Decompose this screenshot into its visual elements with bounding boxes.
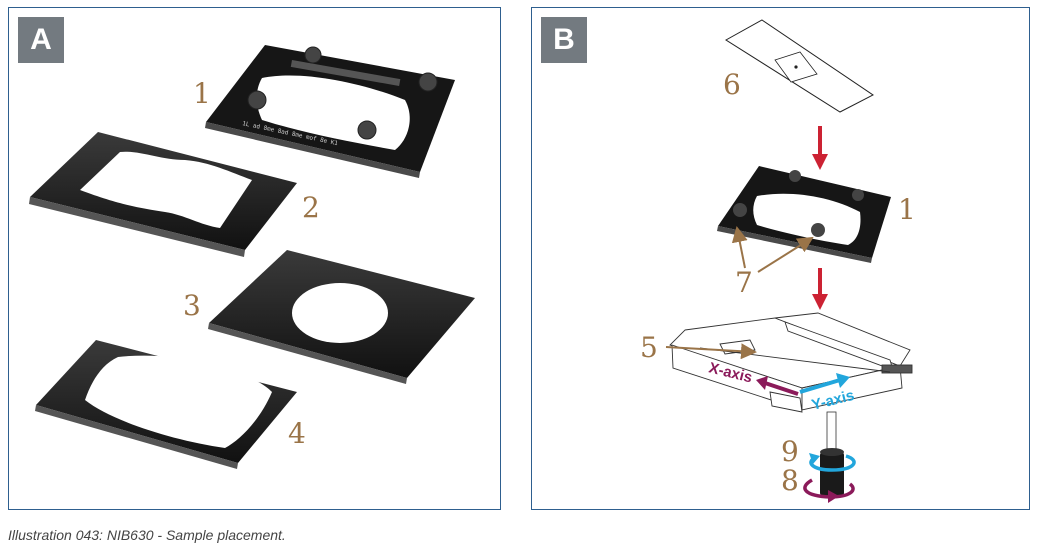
- label-b7: 7: [735, 266, 753, 299]
- panel-b: B: [531, 7, 1030, 510]
- insert-1-holder: 1L ad 8me 8ad 8me mof 8e K1: [205, 45, 455, 178]
- label-5-pointer: [665, 343, 757, 360]
- insert-4-plate: [35, 340, 297, 469]
- slide-6: [725, 19, 874, 113]
- stage-5: [669, 312, 913, 413]
- x-axis-arrow: [756, 376, 799, 396]
- label-b9: 9: [781, 435, 799, 468]
- label-a4: 4: [288, 417, 306, 450]
- coaxial-knob: [820, 411, 844, 496]
- insert-2-plate: [29, 132, 297, 257]
- label-a3: 3: [183, 289, 201, 322]
- label-b8: 8: [781, 464, 799, 497]
- label-b1: 1: [898, 193, 916, 226]
- rotation-arrow-8: [803, 478, 855, 503]
- panel-b-badge: B: [541, 17, 587, 63]
- placement-arrow-1: [812, 126, 828, 170]
- figure-caption: Illustration 043: NIB630 - Sample placem…: [8, 527, 286, 543]
- insert-3-plate: [208, 250, 475, 384]
- insert-1-holder-b: [717, 166, 891, 263]
- label-b6: 6: [723, 68, 741, 101]
- label-b5: 5: [640, 331, 658, 364]
- label-a1: 1: [193, 77, 211, 110]
- label-7-pointers: [731, 226, 814, 273]
- rotation-arrow-9: [809, 453, 856, 472]
- y-axis-arrow: [799, 373, 850, 394]
- panel-a-badge: A: [18, 17, 64, 63]
- placement-arrow-2: [812, 268, 828, 310]
- label-a2: 2: [302, 191, 320, 224]
